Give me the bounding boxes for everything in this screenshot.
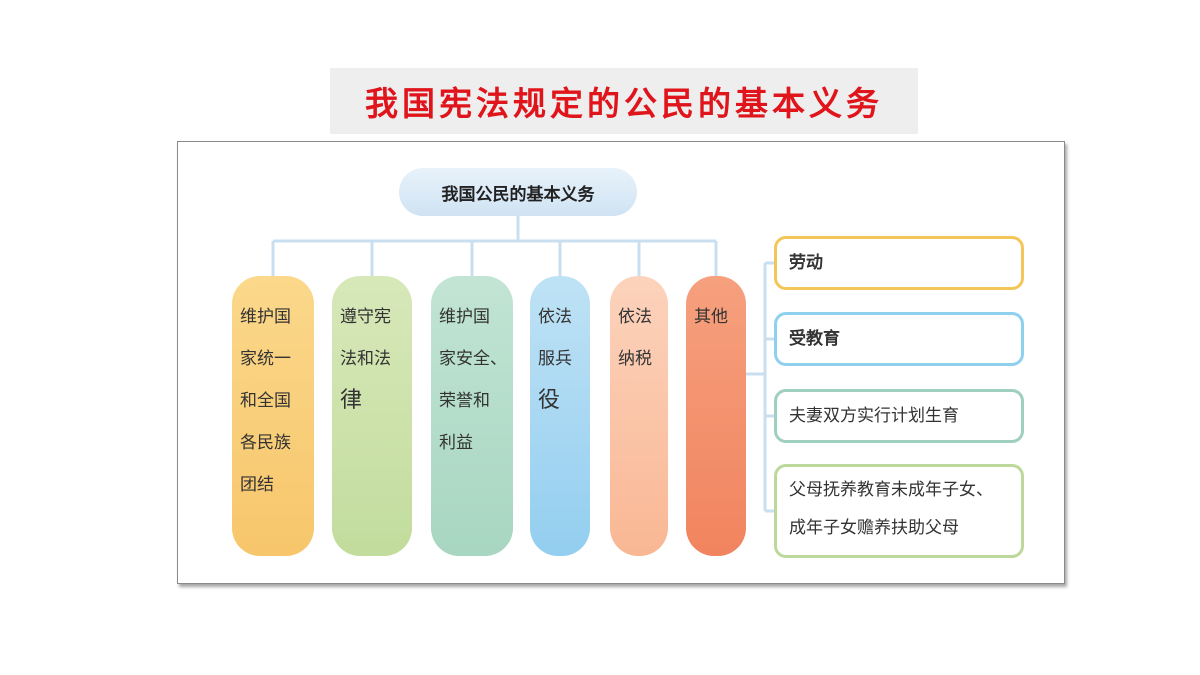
other-item-family-planning: 夫妻双方实行计划生育 xyxy=(774,389,1024,443)
duty-line: 维护国 xyxy=(439,307,490,327)
other-item-line: 父母抚养教育未成年子女、 xyxy=(789,480,993,500)
diagram-frame: 我国公民的基本义务 维护国 家统一 和全国 各民族 团结 遵守宪 法和法 律 维… xyxy=(177,141,1065,584)
duty-line: 维护国 xyxy=(240,307,291,327)
other-item-family-care: 父母抚养教育未成年子女、 成年子女赡养扶助父母 xyxy=(774,464,1024,558)
duty-other: 其他 xyxy=(686,276,746,556)
slide-title: 我国宪法规定的公民的基本义务 xyxy=(330,68,918,134)
duty-line: 和全国 xyxy=(240,391,291,411)
duty-pay-taxes: 依法 纳税 xyxy=(610,276,668,556)
other-item-line: 成年子女赡养扶助父母 xyxy=(789,518,959,538)
duty-line: 荣誉和 xyxy=(439,391,490,411)
other-item-education: 受教育 xyxy=(774,312,1024,366)
duty-line: 依法 xyxy=(618,307,652,327)
other-item-labor: 劳动 xyxy=(774,236,1024,290)
duty-line: 团结 xyxy=(240,475,274,495)
root-node: 我国公民的基本义务 xyxy=(399,168,637,216)
duty-national-security: 维护国 家安全、 荣誉和 利益 xyxy=(431,276,513,556)
duty-line: 律 xyxy=(340,388,363,413)
duty-national-unity: 维护国 家统一 和全国 各民族 团结 xyxy=(232,276,314,556)
duty-line: 法和法 xyxy=(340,349,391,369)
duty-line: 遵守宪 xyxy=(340,307,391,327)
duty-military-service: 依法 服兵 役 xyxy=(530,276,590,556)
duty-line: 服兵 xyxy=(538,349,572,369)
duty-line: 家安全、 xyxy=(439,349,507,369)
duty-line: 利益 xyxy=(439,433,473,453)
duty-line: 其他 xyxy=(694,307,728,327)
duty-line: 依法 xyxy=(538,307,572,327)
duty-line: 各民族 xyxy=(240,433,291,453)
duty-line: 家统一 xyxy=(240,349,291,369)
duty-obey-law: 遵守宪 法和法 律 xyxy=(332,276,412,556)
duty-line: 纳税 xyxy=(618,349,652,369)
connector-lines xyxy=(271,216,774,513)
duty-line: 役 xyxy=(538,388,561,413)
